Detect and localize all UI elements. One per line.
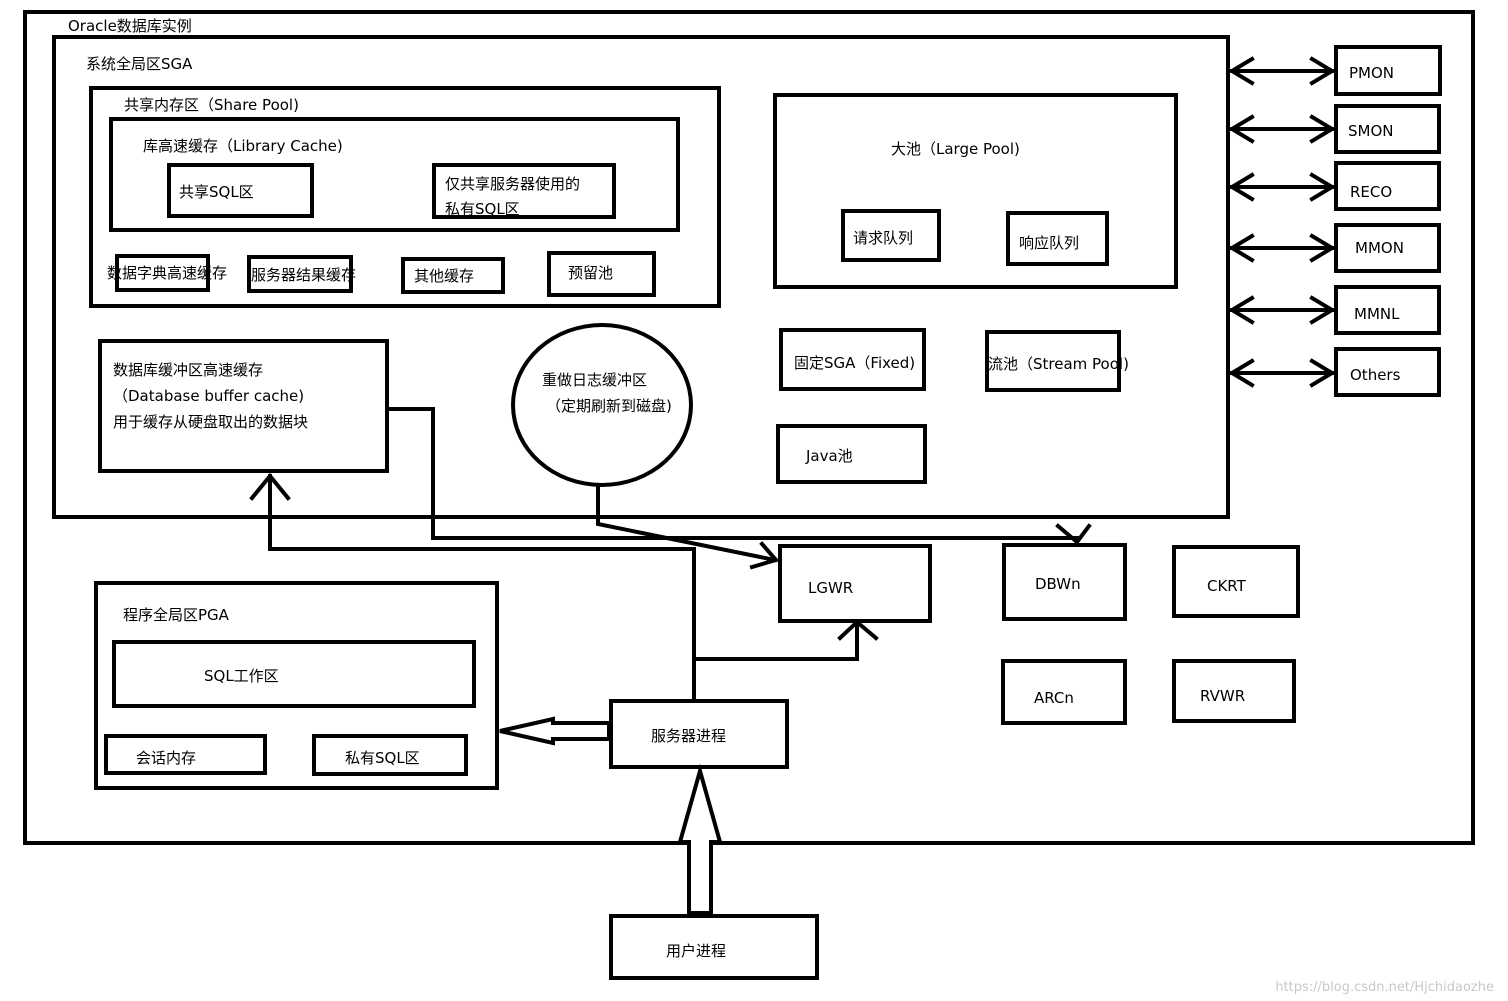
response-queue-box xyxy=(1006,211,1109,266)
others-label: Others xyxy=(1350,366,1401,384)
mmon-box xyxy=(1334,223,1441,273)
sql-work-area-label: SQL工作区 xyxy=(204,667,279,685)
user-process-label: 用户进程 xyxy=(666,942,727,960)
request-queue-box xyxy=(841,209,941,262)
arcn-label: ARCn xyxy=(1034,689,1074,707)
others-box xyxy=(1334,347,1441,397)
arcn-box xyxy=(1001,659,1127,725)
rvwr-label: RVWR xyxy=(1200,687,1246,705)
reco-label: RECO xyxy=(1350,183,1393,201)
share-pool-title: 共享内存区（Share Pool) xyxy=(124,96,299,114)
other-cache-label: 其他缓存 xyxy=(414,267,475,285)
instance-title: Oracle数据库实例 xyxy=(68,17,192,35)
rvwr-box xyxy=(1172,659,1296,723)
db-buffer-line2: （Database buffer cache) xyxy=(113,387,305,405)
db-buffer-line3: 用于缓存从硬盘取出的数据块 xyxy=(113,413,309,431)
private-sql-shared-server-line2: 私有SQL区 xyxy=(445,200,520,218)
other-cache-box xyxy=(401,257,505,294)
pga-title: 程序全局区PGA xyxy=(123,606,229,624)
library-cache-box xyxy=(109,117,680,232)
sql-work-area-box xyxy=(112,640,476,708)
share-pool-box xyxy=(89,86,721,308)
session-memory-box xyxy=(104,734,267,775)
reserved-pool-box xyxy=(547,251,656,297)
dbwn-label: DBWn xyxy=(1035,575,1081,593)
redo-buffer-line2: （定期刷新到磁盘) xyxy=(546,397,672,415)
request-queue-label: 请求队列 xyxy=(853,229,914,247)
watermark: https://blog.csdn.net/Hjchidaozhe xyxy=(1275,980,1494,995)
mmon-label: MMON xyxy=(1355,239,1404,257)
mmnl-box xyxy=(1334,285,1441,335)
session-memory-label: 会话内存 xyxy=(136,749,197,767)
ckrt-label: CKRT xyxy=(1207,577,1246,595)
pmon-label: PMON xyxy=(1349,64,1395,82)
dict-cache-box xyxy=(115,254,210,292)
oracle-instance-box xyxy=(23,10,1475,845)
pga-private-sql-label: 私有SQL区 xyxy=(345,749,420,767)
server-process-label: 服务器进程 xyxy=(651,727,727,745)
shared-sql-area xyxy=(167,163,314,218)
smon-label: SMON xyxy=(1348,122,1394,140)
private-sql-shared-server-line1: 仅共享服务器使用的 xyxy=(445,175,581,193)
redo-buffer-line1: 重做日志缓冲区 xyxy=(542,371,648,389)
large-pool-box xyxy=(773,93,1178,289)
pga-private-sql-box xyxy=(312,734,468,776)
fixed-sga-box xyxy=(779,328,926,391)
mmnl-label: MMNL xyxy=(1354,305,1400,323)
dbwn-box xyxy=(1002,543,1127,621)
dict-cache-label: 数据字典高速缓存 xyxy=(107,264,228,282)
java-pool-label: Java池 xyxy=(806,447,853,465)
private-sql-shared-server-area xyxy=(432,163,616,219)
fixed-sga-label: 固定SGA（Fixed) xyxy=(794,354,916,372)
pmon-box xyxy=(1334,45,1442,96)
result-cache-box xyxy=(247,255,353,293)
stream-pool-box xyxy=(985,330,1121,392)
response-queue-label: 响应队列 xyxy=(1019,234,1080,252)
user-process-box xyxy=(609,914,819,980)
db-buffer-cache-box xyxy=(98,339,389,473)
reco-box xyxy=(1334,161,1441,211)
lgwr-box xyxy=(778,544,932,623)
db-buffer-line1: 数据库缓冲区高速缓存 xyxy=(113,361,264,379)
library-cache-title: 库高速缓存（Library Cache) xyxy=(143,137,343,155)
large-pool-title: 大池（Large Pool) xyxy=(891,140,1020,158)
shared-sql-label: 共享SQL区 xyxy=(179,183,254,201)
stream-pool-label: 流池（Stream Pool) xyxy=(988,355,1129,373)
reserved-pool-label: 预留池 xyxy=(568,264,614,282)
smon-box xyxy=(1334,104,1441,154)
result-cache-label: 服务器结果缓存 xyxy=(251,266,357,284)
lgwr-label: LGWR xyxy=(808,579,854,597)
ckrt-box xyxy=(1172,545,1300,618)
sga-title: 系统全局区SGA xyxy=(86,55,193,73)
